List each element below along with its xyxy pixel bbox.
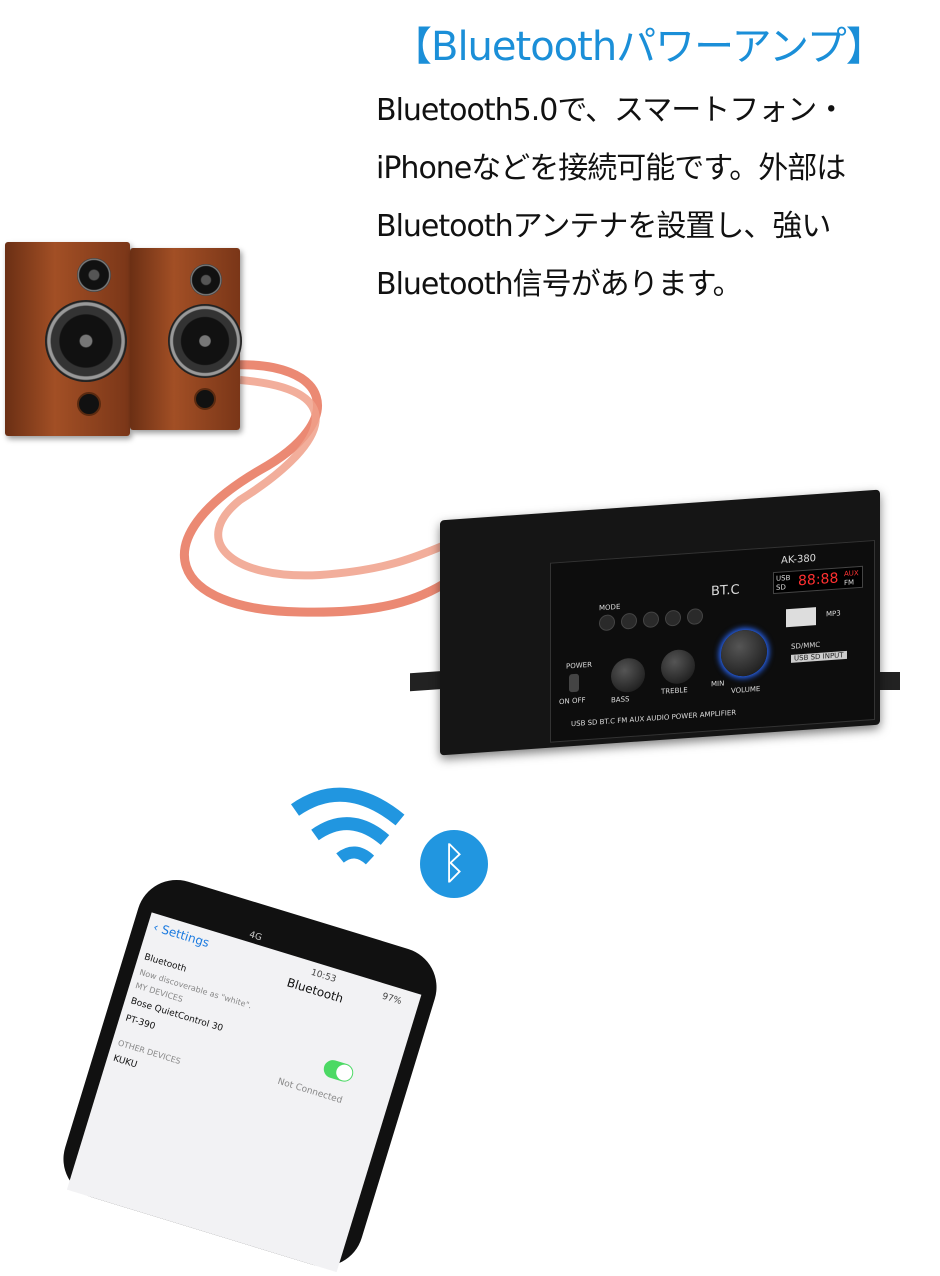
description-line: iPhoneなどを接続可能です。外部は	[376, 151, 846, 186]
volume-knob[interactable]	[721, 628, 767, 678]
speaker-right	[130, 248, 242, 430]
device-item[interactable]: KUKU	[111, 1053, 139, 1071]
device-status: Not Connected	[276, 1076, 344, 1106]
front-panel: AK-380 BT.C USB SD 88:88 AUX FM MODE MP3…	[550, 539, 875, 743]
back-settings-link[interactable]: ‹ Settings	[151, 919, 211, 951]
woofer	[45, 300, 127, 382]
model-label: AK-380	[781, 553, 817, 567]
bluetooth-toggle[interactable]	[321, 1057, 356, 1084]
treble-knob[interactable]	[661, 648, 695, 685]
phone-screen: ‹ Settings 4G 10:53 Bluetooth 97% Blueto…	[66, 912, 422, 1273]
wifi-signal-icon	[290, 787, 405, 865]
power-label: POWER	[566, 660, 592, 671]
next-button[interactable]	[665, 609, 681, 627]
usb-port[interactable]	[786, 607, 816, 628]
play-pause-button[interactable]	[687, 607, 703, 626]
amplifier: AK-380 BT.C USB SD 88:88 AUX FM MODE MP3…	[440, 489, 880, 756]
mode-label: MODE	[599, 602, 621, 613]
usb-input-label: USB SD INPUT	[791, 650, 847, 663]
speaker-left	[5, 242, 130, 436]
usb-indicator: USB	[776, 573, 791, 583]
front-caption: USB SD BT.C FM AUX AUDIO POWER AMPLIFIER	[571, 708, 737, 729]
treble-label: TREBLE	[661, 686, 688, 696]
fm-indicator: FM	[844, 578, 855, 588]
device-item[interactable]: PT-390	[124, 1013, 157, 1033]
mode-button[interactable]	[599, 614, 615, 632]
min-label: MIN	[711, 679, 725, 689]
aux-indicator: AUX	[844, 569, 859, 579]
bass-port	[194, 388, 216, 410]
network-indicator: 4G	[247, 930, 263, 944]
volume-label: VOLUME	[731, 684, 761, 696]
bass-port	[77, 392, 101, 416]
power-switch[interactable]	[569, 673, 579, 693]
description-line: Bluetoothアンテナを設置し、強い	[376, 209, 831, 244]
mp3-label: MP3	[826, 609, 841, 619]
description-line: Bluetooth信号があります。	[376, 267, 743, 302]
on-off-label: ON OFF	[559, 696, 586, 707]
description-line: Bluetooth5.0で、スマートフォン・	[376, 93, 846, 128]
led-display: USB SD 88:88 AUX FM	[773, 565, 863, 595]
woofer	[168, 304, 242, 378]
brand-label: BT.C	[711, 582, 740, 600]
previous-button[interactable]	[643, 611, 659, 629]
bass-knob[interactable]	[611, 657, 645, 694]
sd-indicator: SD	[776, 583, 786, 592]
tweeter	[190, 264, 222, 296]
description: Bluetooth5.0で、スマートフォン・ iPhoneなどを接続可能です。外…	[376, 82, 846, 314]
speaker-cables	[179, 360, 453, 617]
sdmmc-label: SD/MMC	[791, 640, 821, 651]
battery-indicator: 97%	[380, 991, 403, 1008]
bass-label: BASS	[611, 695, 630, 705]
repeat-button[interactable]	[621, 612, 637, 630]
bluetooth-icon: ᛒ	[420, 830, 488, 898]
screen-title: Bluetooth	[285, 975, 346, 1006]
headline: 【Bluetoothパワーアンプ】	[392, 24, 886, 70]
display-digits: 88:88	[798, 570, 839, 590]
tweeter	[77, 258, 111, 292]
